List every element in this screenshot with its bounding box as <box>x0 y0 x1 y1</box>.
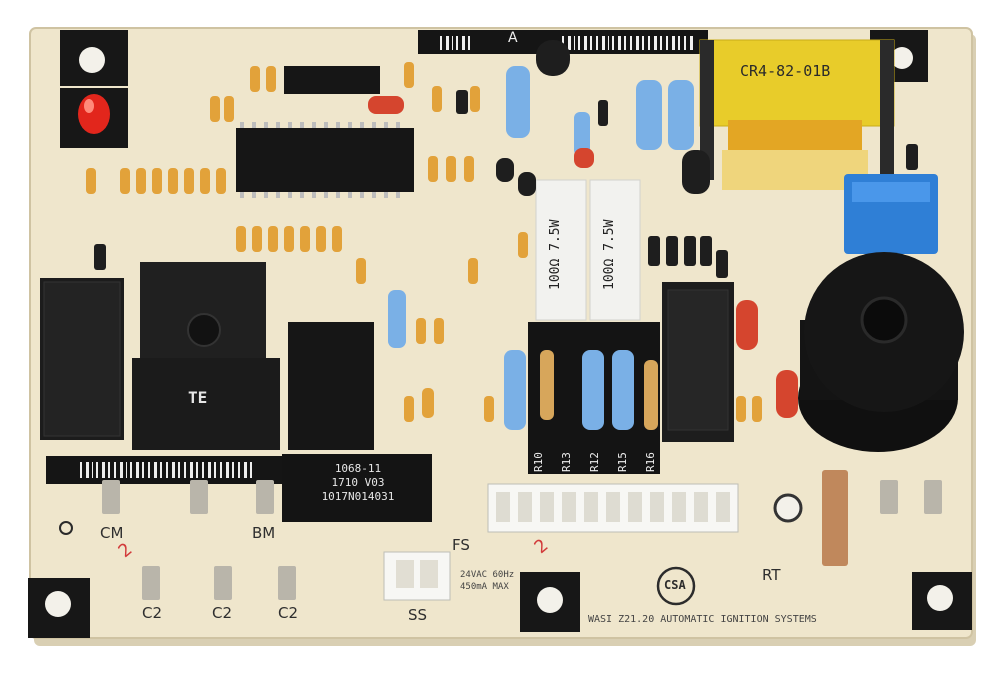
resistor-bay <box>504 322 660 474</box>
small-components <box>86 40 918 606</box>
resistor-designator-r16: R16 <box>644 452 657 472</box>
bottom-silkscreen-text: WASI Z21.20 AUTOMATIC IGNITION SYSTEMS <box>588 614 817 625</box>
terminal-label-c2-left: C2 <box>142 604 163 622</box>
terminal-label-fs: FS <box>452 536 470 554</box>
spade-terminals <box>102 480 942 600</box>
top-connector-letter: A <box>508 30 518 46</box>
power-resistor-a-label: 100Ω 7.5W <box>548 219 563 290</box>
relays <box>40 262 734 450</box>
certification-mark: CSA <box>664 578 686 592</box>
blue-capacitor <box>844 174 938 254</box>
ic-label-line-3: 1017N014031 <box>321 490 395 503</box>
rating-text-2: 450mA MAX <box>460 582 509 592</box>
rating-text-1: 24VAC 60Hz <box>460 570 515 580</box>
ic-label-line-2: 1710 V03 <box>331 476 385 489</box>
svg-text:CR4-82-01B: CR4-82-01B <box>740 62 830 80</box>
terminal-label-cm: CM <box>100 524 124 542</box>
ic-chips <box>236 66 432 522</box>
resistor-designator-r12: R12 <box>588 452 601 472</box>
spark-coil-cylinder <box>798 252 964 452</box>
ic-label-line-1: 1068-11 <box>334 462 382 475</box>
barcode-strip-top <box>418 30 708 54</box>
resistor-designator-r10: R10 <box>532 452 545 472</box>
resistor-designator-r15: R15 <box>616 452 629 472</box>
terminal-label-rt: RT <box>762 566 781 584</box>
relay-brand-label: TE <box>188 388 208 407</box>
via-hole <box>59 521 73 535</box>
resistor-designator-r13: R13 <box>560 452 573 472</box>
transformer: CR4-82-01B <box>699 39 895 190</box>
ic-label: 1068-11 1710 V03 1017N014031 <box>290 462 426 504</box>
power-resistors <box>535 179 641 321</box>
terminal-label-c2-middle: C2 <box>212 604 233 622</box>
terminal-label-ss: SS <box>408 606 428 624</box>
power-resistor-b-label: 100Ω 7.5W <box>602 219 617 290</box>
terminal-label-bm: BM <box>252 524 276 542</box>
terminal-label-c2-right: C2 <box>278 604 299 622</box>
wire-connector <box>383 483 739 601</box>
red-led <box>60 88 128 148</box>
